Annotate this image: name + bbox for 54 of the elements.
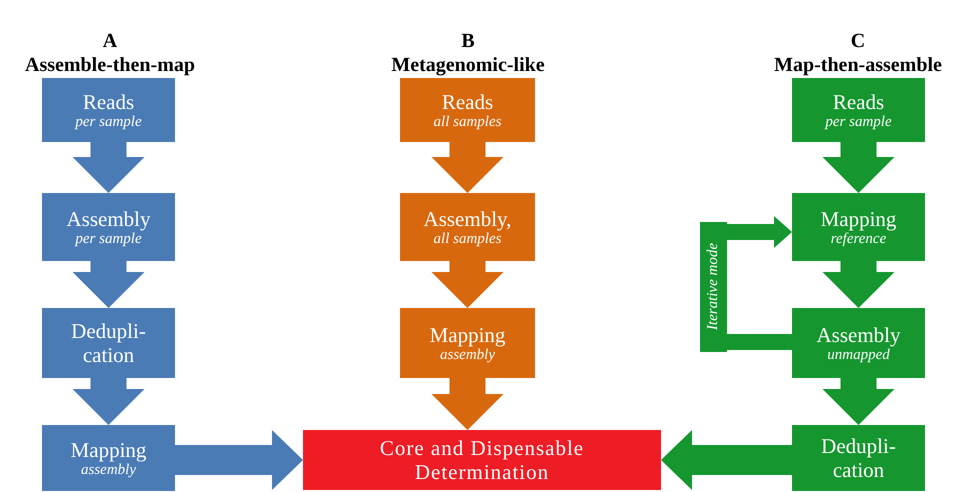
step-subtitle: unmapped — [827, 346, 890, 364]
process-box — [792, 78, 925, 142]
process-box — [792, 308, 925, 378]
column-letter: A — [102, 30, 118, 52]
result-box — [303, 430, 661, 490]
block-arrow — [822, 378, 894, 425]
column-letter: C — [850, 30, 866, 52]
block-arrow — [432, 378, 504, 430]
column-heading: Map-then-assemble — [774, 54, 942, 76]
step-subtitle: all samples — [434, 230, 502, 248]
step-subtitle: assembly — [81, 462, 136, 478]
step-title: Dedupli- cation — [820, 434, 897, 482]
process-box — [42, 78, 175, 142]
loop-bar — [700, 222, 727, 352]
process-box — [400, 308, 535, 378]
block-arrow — [822, 261, 894, 308]
step-title: Mapping — [70, 438, 146, 462]
process-box — [792, 425, 925, 491]
step-subtitle: per sample — [825, 114, 892, 130]
process-box — [42, 425, 175, 491]
step-subtitle: assembly — [440, 346, 495, 364]
process-box — [792, 193, 925, 261]
block-arrow — [432, 261, 504, 308]
step-subtitle: per sample — [75, 230, 142, 248]
block-arrow — [822, 142, 894, 193]
block-arrow — [661, 430, 792, 490]
block-arrow — [175, 430, 303, 490]
step-title: Mapping — [430, 322, 506, 347]
column-letter: B — [461, 30, 475, 52]
block-arrow — [72, 378, 144, 425]
block-arrow — [727, 216, 792, 248]
step-title: Reads — [832, 90, 884, 114]
block-arrow — [72, 142, 144, 193]
process-box — [400, 193, 535, 261]
step-title: Assembly — [66, 206, 150, 231]
step-title: Reads — [82, 90, 134, 114]
step-title: Mapping — [820, 206, 896, 231]
step-subtitle: per sample — [75, 114, 142, 130]
process-box — [400, 78, 535, 142]
loop-label: Iterative mode — [705, 243, 722, 331]
step-subtitle: all samples — [434, 114, 502, 130]
step-title: Assembly, — [424, 206, 512, 231]
step-title: Assembly — [816, 322, 900, 347]
step-title: Core and Dispensable Determination — [378, 436, 586, 484]
column-heading: Assemble-then-map — [25, 54, 195, 76]
step-title: Reads — [442, 90, 494, 114]
block-arrow — [432, 142, 504, 193]
process-box — [42, 193, 175, 261]
step-title: Dedupli- cation — [70, 318, 147, 368]
step-subtitle: reference — [830, 230, 886, 248]
process-box — [42, 308, 175, 378]
connector-bar — [727, 334, 792, 350]
column-heading: Metagenomic-like — [391, 54, 545, 76]
block-arrow — [72, 261, 144, 308]
